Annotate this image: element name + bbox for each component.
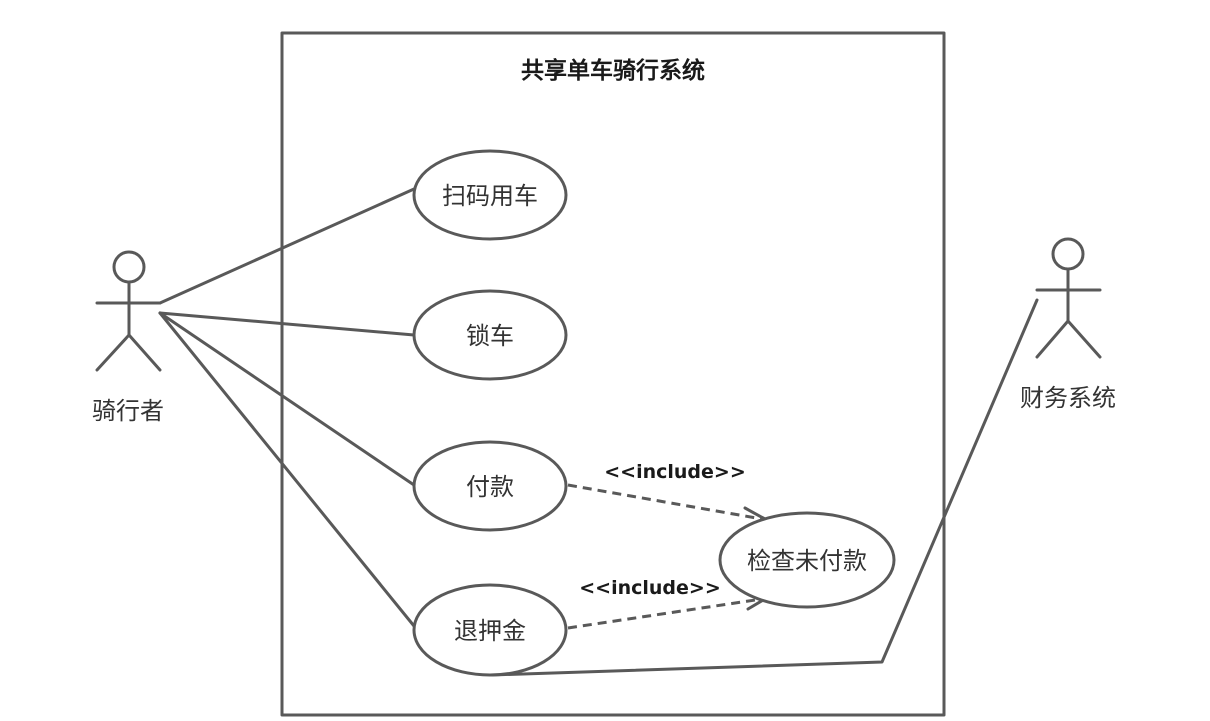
include-label-pay: <<include>>: [604, 461, 746, 483]
use-case-pay-label: 付款: [466, 473, 514, 501]
use-case-refund-label: 退押金: [454, 617, 526, 645]
use-case-refund: 退押金: [412, 583, 568, 677]
association-rider-refund: [158, 311, 416, 628]
use-case-scan: 扫码用车: [412, 149, 568, 241]
actor-finance-system: 财务系统: [1020, 237, 1116, 412]
stick-figure-icon: [95, 250, 162, 372]
use-case-check-unpaid: 检查未付款: [718, 511, 896, 609]
include-pay-check: [567, 483, 763, 521]
actor-rider-label: 骑行者: [92, 397, 164, 425]
use-case-scan-label: 扫码用车: [442, 182, 538, 210]
association-rider-scan: [158, 187, 416, 305]
actor-rider: 骑行者: [92, 250, 164, 425]
use-case-lock-label: 锁车: [466, 322, 514, 350]
use-case-pay: 付款: [412, 440, 568, 532]
system-title: 共享单车骑行系统: [521, 57, 705, 84]
system-boundary: [280, 31, 946, 717]
include-label-refund: <<include>>: [579, 577, 721, 599]
association-finance-refund: [490, 298, 1039, 677]
association-rider-lock: [158, 311, 416, 337]
use-case-check-unpaid-label: 检查未付款: [747, 547, 867, 575]
stick-figure-icon: [1035, 237, 1102, 359]
association-rider-pay: [158, 311, 416, 487]
actor-finance-system-label: 财务系统: [1020, 384, 1116, 412]
use-case-lock: 锁车: [412, 289, 568, 381]
include-refund-check: [567, 597, 763, 630]
